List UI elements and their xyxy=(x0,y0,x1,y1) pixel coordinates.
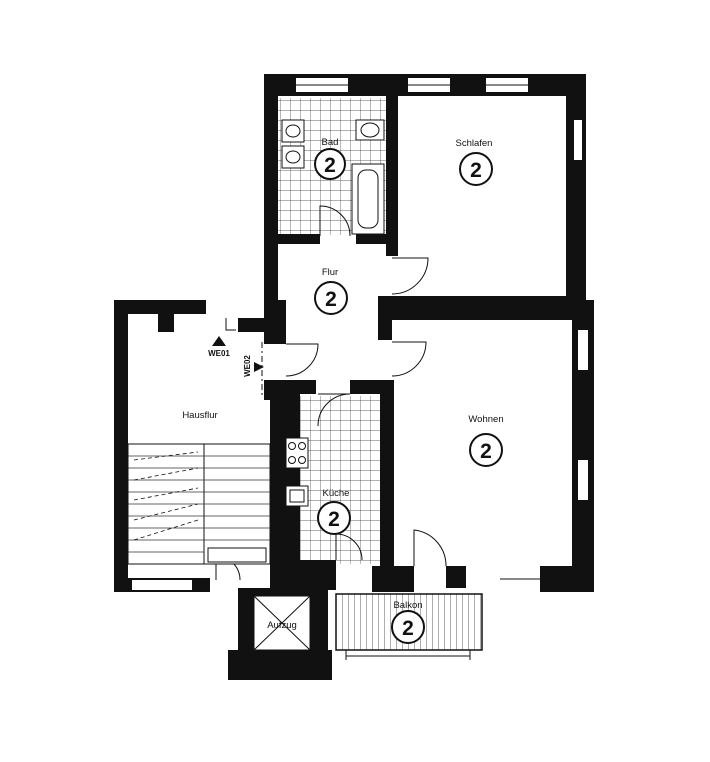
svg-text:2: 2 xyxy=(402,617,414,640)
entrance-markers xyxy=(212,318,264,396)
svg-text:2: 2 xyxy=(328,508,340,531)
room-label-flur: Flur xyxy=(322,267,338,278)
room-label-kueche: Küche xyxy=(323,488,350,499)
room-label-bad: Bad xyxy=(322,137,339,148)
room-label-aufzug: Aufzug xyxy=(267,620,297,631)
interior-walls xyxy=(238,96,572,590)
unit-badge-balkon: 2 xyxy=(391,610,425,644)
unit-badge-bad: 2 xyxy=(314,148,346,180)
elevator-shaft xyxy=(253,595,311,651)
svg-text:2: 2 xyxy=(480,440,492,463)
entrance-label-we02: WE02 xyxy=(243,355,252,377)
kitchen-fixtures xyxy=(285,437,309,507)
room-label-wohnen: Wohnen xyxy=(468,414,503,425)
room-label-hausflur: Hausflur xyxy=(182,410,217,421)
unit-badge-flur: 2 xyxy=(314,281,348,315)
room-label-schlafen: Schlafen xyxy=(456,138,493,149)
unit-badge-schlafen: 2 xyxy=(459,152,493,186)
exterior-walls xyxy=(114,74,594,680)
svg-text:2: 2 xyxy=(470,159,482,182)
svg-text:2: 2 xyxy=(325,288,337,311)
unit-badge-kueche: 2 xyxy=(317,501,351,535)
windows xyxy=(132,78,588,590)
balcony-outline xyxy=(335,593,483,660)
unit-badge-wohnen: 2 xyxy=(469,433,503,467)
kueche-tiles xyxy=(300,396,380,564)
room-label-balkon: Balkon xyxy=(393,600,422,611)
staircase xyxy=(127,443,271,565)
svg-text:2: 2 xyxy=(324,154,336,177)
entrance-label-we01: WE01 xyxy=(208,349,230,358)
bathroom-fixtures xyxy=(281,119,385,235)
